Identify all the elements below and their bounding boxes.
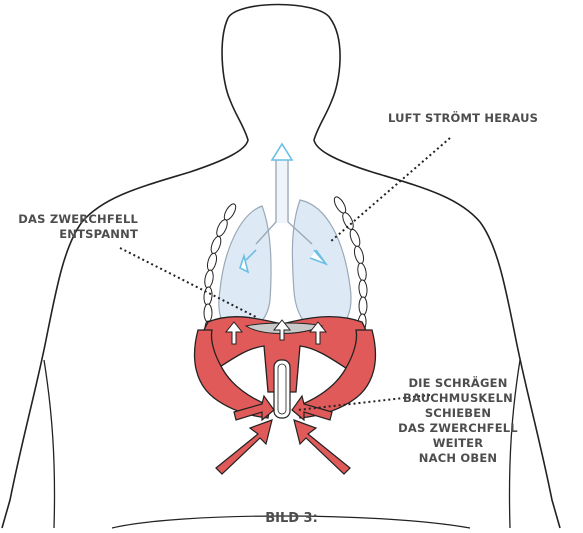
spine xyxy=(274,360,290,418)
label-diaphragm-line1: DAS ZWERCHFELL xyxy=(4,212,138,227)
arrow-left-push xyxy=(216,420,272,474)
label-oblique-line3: DAS ZWERCHFELL WEITER xyxy=(378,421,538,451)
label-oblique-line2: BAUCHMUSKELN SCHIEBEN xyxy=(378,391,538,421)
label-oblique-muscles: DIE SCHRÄGEN BAUCHMUSKELN SCHIEBEN DAS Z… xyxy=(378,376,538,466)
right-lung xyxy=(292,200,351,332)
label-oblique-line4: NACH OBEN xyxy=(378,451,538,466)
trachea-fill xyxy=(277,160,287,223)
arrow-right-push xyxy=(294,420,350,474)
label-diaphragm-line2: ENTSPANNT xyxy=(4,227,138,242)
left-arm-inner xyxy=(44,360,55,528)
label-air-out: LUFT STRÖMT HERAUS xyxy=(388,111,538,126)
label-oblique-line1: DIE SCHRÄGEN xyxy=(378,376,538,391)
label-diaphragm-relaxes: DAS ZWERCHFELL ENTSPANNT xyxy=(4,212,138,242)
figure-caption: BILD 3: xyxy=(0,511,583,526)
air-arrow-trachea xyxy=(272,144,292,160)
